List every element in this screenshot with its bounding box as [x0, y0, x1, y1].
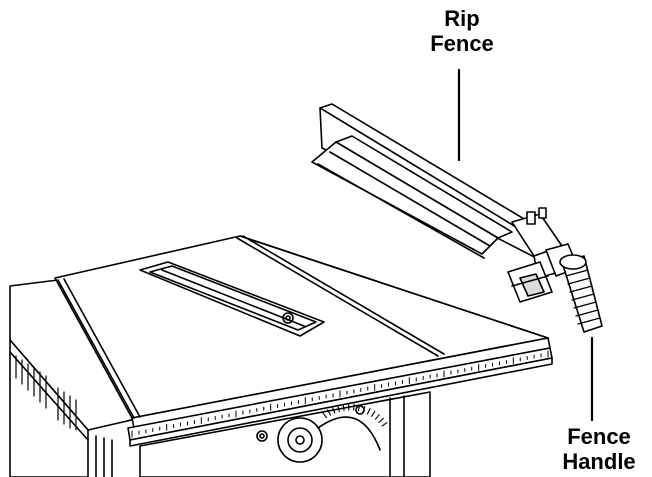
fence-handle-label: Fence Handle: [544, 424, 652, 474]
throat-plate: [139, 261, 325, 337]
fence-handle-label-line1: Fence: [567, 424, 631, 449]
rip-fence-label: Rip Fence: [412, 6, 512, 56]
front-rail-scale: [127, 347, 553, 447]
saw-base: [9, 339, 431, 477]
rip-fence: [311, 103, 579, 303]
fence-handle-label-line2: Handle: [562, 449, 636, 474]
rip-fence-label-line2: Fence: [430, 31, 494, 56]
fence-handle: [559, 254, 603, 333]
rip-fence-label-line1: Rip: [444, 6, 480, 31]
